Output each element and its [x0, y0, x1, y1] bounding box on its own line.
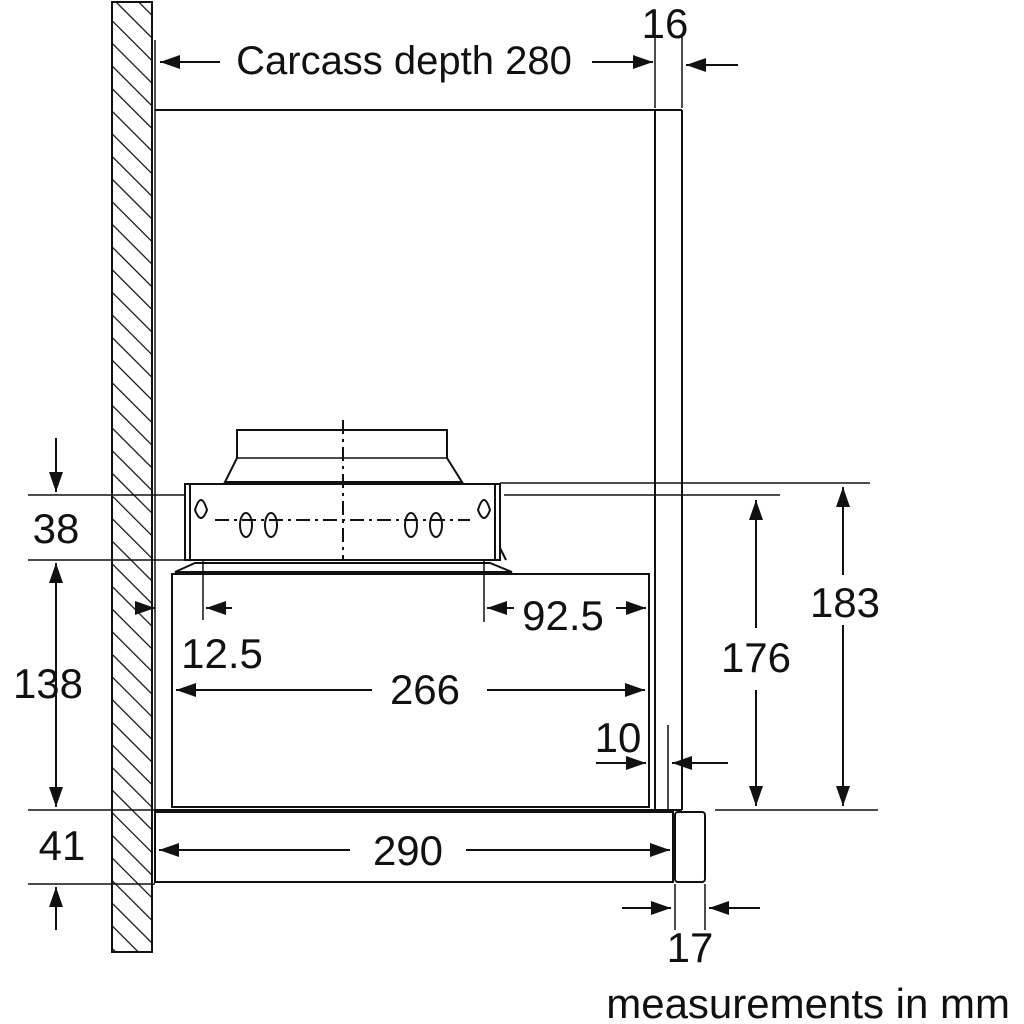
dim-266: 266	[176, 666, 645, 713]
width-290-label: 290	[373, 827, 443, 874]
hood-body	[171, 562, 650, 808]
wall	[111, 1, 156, 953]
height-41-label: 41	[39, 822, 86, 869]
height-176-label: 176	[721, 634, 791, 681]
units-caption: measurements in mm	[606, 980, 1010, 1024]
dim-left-stack: 38 138 41	[13, 438, 185, 930]
dim-183: 183	[500, 482, 880, 806]
dim-carcass-depth: Carcass depth 280	[160, 39, 653, 83]
height-38-label: 38	[33, 505, 80, 552]
mounting-bracket	[184, 483, 507, 561]
dim-176: 176	[504, 494, 878, 811]
gap-10-label: 10	[595, 714, 642, 761]
height-183-label: 183	[810, 579, 880, 626]
gap-17-label: 17	[667, 924, 714, 971]
height-138-label: 138	[13, 660, 83, 707]
gap-16-label: 16	[642, 0, 689, 47]
dim-10: 10	[595, 714, 728, 810]
carcass-depth-label: Carcass depth 280	[236, 39, 572, 83]
offset-12-5-label: 12.5	[181, 630, 263, 677]
dim-290: 290	[159, 827, 670, 874]
dim-12-5: 12.5	[135, 560, 263, 677]
dim-17: 17	[622, 884, 760, 971]
cabinet-carcass	[155, 109, 683, 811]
dim-92-5: 92.5	[483, 560, 646, 639]
extractor-tray	[154, 811, 706, 883]
offset-92-5-label: 92.5	[522, 592, 604, 639]
dim-16: 16	[642, 0, 738, 108]
width-266-label: 266	[390, 666, 460, 713]
